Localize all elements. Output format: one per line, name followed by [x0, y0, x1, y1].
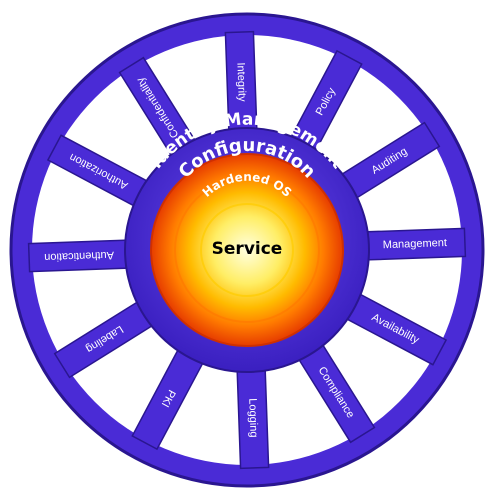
spoke-label-authentication: Authentication — [44, 249, 114, 263]
spoke-label-logging: Logging — [246, 398, 259, 438]
configuration-core — [150, 153, 344, 347]
spoke-label-integrity: Integrity — [234, 62, 247, 102]
service-ring — [200, 203, 294, 297]
service-label: Service — [212, 239, 283, 259]
spoke-label-management: Management — [383, 237, 448, 251]
spokes-group — [27, 30, 467, 470]
hardened-os-ring — [174, 177, 320, 323]
